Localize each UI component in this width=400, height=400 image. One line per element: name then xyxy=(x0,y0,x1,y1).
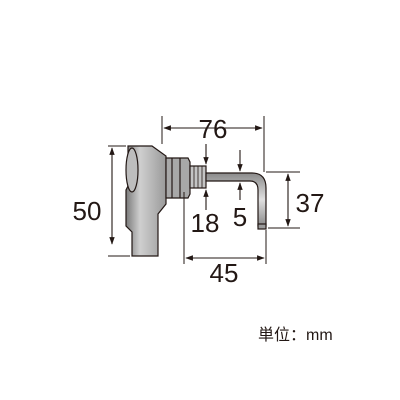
dim-label-45: 45 xyxy=(210,258,239,288)
dim-label-76: 76 xyxy=(199,114,228,144)
dim-label-18: 18 xyxy=(191,208,220,238)
dimension-arrows xyxy=(109,125,291,261)
body-end-cap xyxy=(125,147,139,193)
dim-label-37: 37 xyxy=(296,188,325,218)
pipe-tip xyxy=(257,223,267,230)
dim-label-5: 5 xyxy=(233,202,247,232)
dim-label-50: 50 xyxy=(73,196,102,226)
hex-nut xyxy=(165,157,191,199)
part-illustration xyxy=(125,145,267,257)
extension-lines xyxy=(108,116,300,264)
unit-label: 単位：mm xyxy=(258,327,333,344)
